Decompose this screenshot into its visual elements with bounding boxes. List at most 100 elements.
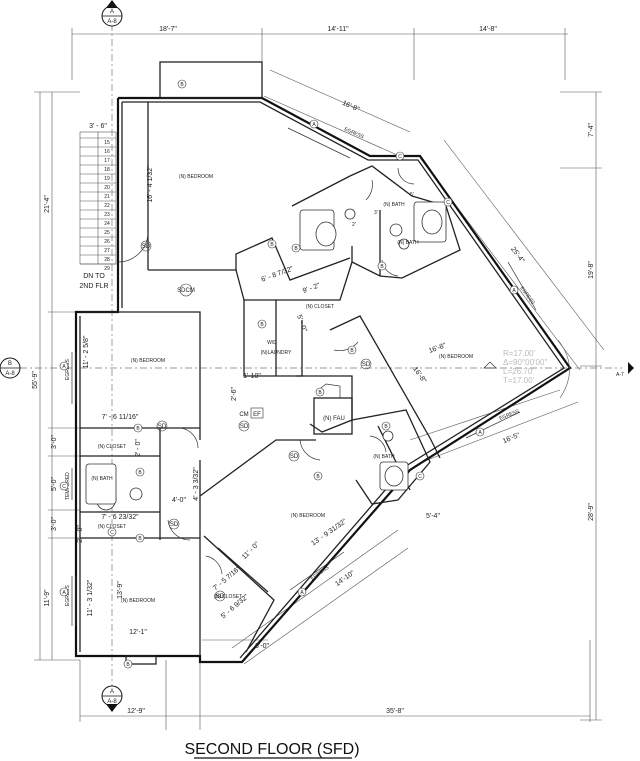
- svg-text:18: 18: [104, 167, 110, 173]
- svg-text:23: 23: [104, 212, 110, 218]
- smoke-detector-2: SD: [362, 362, 371, 368]
- svg-text:C: C: [110, 530, 114, 536]
- svg-text:22: 22: [104, 203, 110, 209]
- dim-closet2-h: 2' - 0": [77, 525, 84, 543]
- curve-delta: Δ=90°00'00": [503, 358, 547, 367]
- room-laundry: (N)LAUNDRY: [261, 350, 292, 356]
- svg-text:24: 24: [104, 221, 110, 227]
- svg-text:B: B: [270, 242, 274, 248]
- svg-text:B: B: [136, 426, 140, 432]
- plan-title: SECOND FLOOR (SFD): [184, 741, 359, 758]
- devices: SD SDCM SD SD SD SD SD SD CM EF: [140, 240, 372, 602]
- svg-text:26: 26: [104, 239, 110, 245]
- curve-tangent: T=17.00': [503, 376, 535, 385]
- svg-text:16: 16: [104, 149, 110, 155]
- svg-text:B: B: [316, 474, 320, 480]
- svg-text:B: B: [180, 82, 184, 88]
- dim-diag-bottom-short: 5'-4": [426, 513, 440, 520]
- dim-bedroom5-b: 16'-8": [411, 366, 427, 385]
- svg-text:A-7: A-7: [616, 372, 624, 378]
- svg-text:B: B: [126, 662, 130, 668]
- dim-hall-h: 2'-6": [231, 387, 238, 401]
- svg-text:A: A: [478, 430, 482, 436]
- dim-left-upper: 21'-4": [44, 195, 51, 213]
- sdcm-1: SDCM: [177, 288, 195, 294]
- drawing-title: SECOND FLOOR (SFD): [184, 741, 360, 759]
- dim-bedroom2: 11' - 2 5/8": [83, 335, 90, 368]
- svg-text:B: B: [380, 264, 384, 270]
- smoke-detector-4: SD: [170, 522, 179, 528]
- svg-text:A: A: [312, 122, 316, 128]
- dim-right-low: 28'-9": [588, 503, 595, 521]
- egress-note-1: EGRESS: [343, 126, 365, 140]
- curve-radius: R=17.00': [503, 349, 535, 358]
- curve-callout: R=17.00' Δ=90°00'00" L=26.70' T=17.00': [483, 339, 570, 399]
- room-fau: (N) FAU: [323, 416, 345, 422]
- svg-text:A: A: [110, 689, 114, 695]
- svg-text:15: 15: [104, 140, 110, 146]
- section-cut-lines: [20, 24, 622, 690]
- dim-bedroom3-w: 13'-9": [117, 581, 124, 599]
- dim-diag-low: 16'-5": [502, 432, 522, 445]
- room-bedroom-2: (N) BEDROOM: [131, 358, 165, 364]
- dim-bedroom2-w: 7' - 6 11/16": [102, 414, 139, 421]
- svg-text:A-8: A-8: [107, 19, 117, 25]
- dim-closet-v: 2' - 0": [135, 439, 142, 457]
- dim-bedroom4-a: 11' - 0": [241, 541, 261, 561]
- dim-bath-4: 4'-0": [172, 497, 186, 504]
- dim-bedroom3-x: 12'-1": [129, 629, 147, 636]
- room-closet-2: (N) CLOSET: [98, 444, 126, 450]
- dim-bedroom5-a: 16'-8": [428, 342, 448, 355]
- room-bath-2: (N) BATH: [397, 240, 419, 246]
- svg-text:B: B: [384, 424, 388, 430]
- svg-text:A: A: [300, 590, 304, 596]
- svg-text:C: C: [62, 484, 66, 490]
- dim-bottom-left: 12'-9": [127, 708, 145, 715]
- dim-left-3a: 3'-0": [51, 435, 58, 449]
- dim-left-lower: 11'-9": [44, 589, 51, 607]
- dim-bedroom4-b: 13' - 9 31/32": [310, 518, 348, 548]
- room-bath-4: (N) BATH: [373, 454, 395, 460]
- svg-text:B: B: [138, 536, 142, 542]
- stair-note-2: 2ND FLR: [79, 283, 108, 290]
- dim-bedroom1: 16' - 4 1/32": [147, 165, 154, 203]
- room-bath-3: (N) BATH: [91, 476, 113, 482]
- stair-step-numbers: 15 16 17 18 19 20 21 22 23 24 25 26 27 2…: [104, 140, 110, 272]
- dim-left-5: 5'-0": [51, 477, 58, 491]
- dim-bath-b: 5': [410, 192, 414, 198]
- section-marker-bottom: A A-8: [101, 685, 123, 712]
- dim-diag-top: 16'-8": [341, 100, 361, 114]
- svg-text:B: B: [350, 348, 354, 354]
- smoke-detector-7: SD: [240, 424, 249, 430]
- svg-text:B: B: [8, 361, 12, 367]
- room-closet-4: (N) CLOSET: [214, 594, 242, 600]
- room-laundry-wd: W/D: [267, 340, 277, 346]
- egress-note-6: EGRESS: [65, 584, 71, 606]
- svg-text:A: A: [62, 590, 66, 596]
- room-closet-1: (N) CLOSET: [306, 304, 334, 310]
- dim-laundry: 5' - 0": [295, 314, 308, 334]
- egress-note-5: EGRESS: [65, 358, 71, 380]
- doors: [117, 167, 415, 575]
- exhaust-fan: EF: [253, 412, 261, 418]
- dim-closet2: 7' - 6 23/32": [101, 514, 139, 521]
- svg-text:19: 19: [104, 176, 110, 182]
- svg-text:C: C: [418, 474, 422, 480]
- dim-bath-a: 3': [374, 210, 378, 216]
- svg-text:A: A: [512, 288, 516, 294]
- stair-run: [80, 132, 116, 265]
- windows: [71, 127, 537, 626]
- svg-text:25: 25: [104, 230, 110, 236]
- dim-bath-c: 2': [352, 222, 356, 228]
- dim-top-3: 14'-8": [479, 26, 497, 33]
- room-bedroom-1: (N) BEDROOM: [179, 174, 213, 180]
- room-labels: (N) BEDROOM (N) BEDROOM (N) BEDROOM (N) …: [79, 174, 473, 604]
- window-notes: EGRESS EGRESS EGRESS EGRESS EGRESS EGRES…: [65, 126, 536, 606]
- section-marker-right: A-7: [616, 362, 634, 378]
- smoke-detector-6: SD: [216, 594, 225, 600]
- dim-bottom-6: 6'-0": [255, 643, 269, 650]
- smoke-detector-3: SD: [158, 424, 167, 430]
- dim-closet1b: 9' - 2": [302, 282, 322, 295]
- svg-text:B: B: [138, 470, 142, 476]
